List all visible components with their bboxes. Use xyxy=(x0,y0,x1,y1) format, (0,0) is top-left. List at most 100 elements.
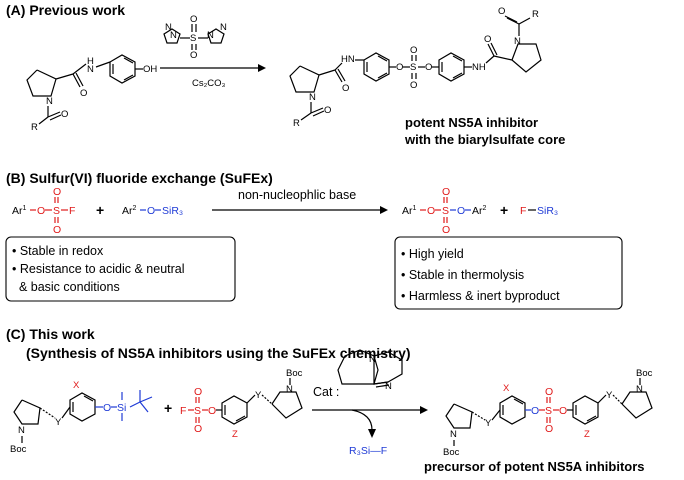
atom-s: S xyxy=(194,405,201,417)
atom-n: N xyxy=(636,384,643,395)
atom-y: Y xyxy=(485,418,492,429)
atom-o: O xyxy=(545,386,553,398)
svg-text:R₃Si—F: R₃Si—F xyxy=(349,445,387,457)
atom-n: N xyxy=(170,30,177,41)
atom-o: O xyxy=(53,224,61,236)
atom-o: O xyxy=(190,14,197,25)
atom-y: Y xyxy=(55,417,62,428)
panel-c-reactant-1: N Boc Y X O Si xyxy=(10,380,153,455)
atom-o: O xyxy=(194,386,202,398)
atom-si: Si xyxy=(117,402,126,414)
atom-o: O xyxy=(410,45,417,56)
atom-n: N xyxy=(309,92,316,103)
atom-n: N xyxy=(46,96,53,107)
right-box-line-2: • Stable in thermolysis xyxy=(401,268,524,282)
atom-y: Y xyxy=(606,390,613,401)
atom-r: R xyxy=(293,118,300,129)
atom-n: N xyxy=(165,22,172,33)
atom-o: O xyxy=(425,62,432,73)
svg-text:Ar1: Ar1 xyxy=(12,205,27,217)
atom-o: O xyxy=(427,205,435,217)
atom-o: O xyxy=(410,80,417,91)
atom-oh: OH xyxy=(143,64,157,75)
atom-s: S xyxy=(545,405,552,417)
atom-boc: Boc xyxy=(10,444,27,455)
panel-b-reactant-1: Ar1 O S O O F xyxy=(12,186,75,236)
atom-o: O xyxy=(457,205,465,217)
atom-o: O xyxy=(498,6,505,17)
atom-o: O xyxy=(442,186,450,198)
atom-n: N xyxy=(220,22,227,33)
atom-o: O xyxy=(53,186,61,198)
panel-a-product: N O R O HN O S O O O xyxy=(289,6,542,129)
atom-s: S xyxy=(410,62,416,73)
panel-c-product: N Boc Y X O S O O O Z Y N Boc xyxy=(443,368,653,458)
plus-sign: + xyxy=(96,202,104,218)
atom-z: Z xyxy=(232,429,238,440)
right-box-line-3: • Harmless & inert byproduct xyxy=(401,289,560,303)
atom-o: O xyxy=(559,405,567,417)
atom-n: N xyxy=(18,425,25,436)
plus-sign: + xyxy=(164,400,172,416)
panel-a-reagent: N N S O O N N xyxy=(163,14,227,61)
panel-b-product-2: F SiR₃ xyxy=(520,205,558,217)
atom-o: O xyxy=(531,405,539,417)
atom-r: R xyxy=(532,9,539,20)
svg-text:Ar1: Ar1 xyxy=(402,205,417,217)
panel-a-starting-material: N O R O H N OH xyxy=(26,54,157,133)
byproduct: R₃Si—F xyxy=(349,445,387,457)
atom-f: F xyxy=(180,405,186,417)
atom-z: Z xyxy=(584,429,590,440)
left-box-line-2: • Resistance to acidic & neutral xyxy=(12,262,185,276)
cat-label: Cat : xyxy=(313,385,339,399)
panel-c-product-label: precursor of potent NS5A inhibitors xyxy=(424,459,645,474)
atom-boc: Boc xyxy=(443,447,460,458)
atom-f: F xyxy=(69,205,75,217)
atom-s: S xyxy=(442,205,449,217)
atom-o: O xyxy=(545,423,553,435)
plus-sign: + xyxy=(500,202,508,218)
atom-r: R xyxy=(31,122,38,133)
atom-h: H xyxy=(87,56,94,67)
panel-c-catalyst: Cat : N N xyxy=(313,349,403,399)
atom-n: N xyxy=(450,429,457,440)
atom-hn: HN xyxy=(341,54,355,65)
atom-o: O xyxy=(484,34,491,45)
atom-s: S xyxy=(53,205,60,217)
right-box-line-1: • High yield xyxy=(401,247,464,261)
panel-c-title: (C) This work xyxy=(6,326,95,342)
atom-boc: Boc xyxy=(636,368,653,379)
panel-b-title: (B) Sulfur(VI) fluoride exchange (SuFEx) xyxy=(6,170,273,186)
left-box-line-3: & basic conditions xyxy=(12,280,120,294)
svg-text:Ar2: Ar2 xyxy=(122,205,137,217)
atom-o: O xyxy=(194,423,202,435)
panel-a-product-label-1: potent NS5A inhibitor xyxy=(405,115,538,130)
atom-n: N xyxy=(207,30,214,41)
atom-o: O xyxy=(190,50,197,61)
atom-y: Y xyxy=(255,390,262,401)
panel-b-left-box xyxy=(5,236,236,302)
panel-b-reactant-2: Ar2 O SiR₃ xyxy=(122,205,183,217)
left-box-line-1: • Stable in redox xyxy=(12,244,104,258)
atom-o: O xyxy=(342,83,349,94)
atom-o: O xyxy=(324,105,331,116)
atom-o: O xyxy=(80,88,87,99)
panel-c-subtitle: (Synthesis of NS5A inhibitors using the … xyxy=(26,345,411,361)
panel-a-title: (A) Previous work xyxy=(6,2,125,18)
panel-a-reagent-label: Cs₂CO₃ xyxy=(192,78,226,89)
atom-sir3: SiR₃ xyxy=(162,205,183,217)
atom-o: O xyxy=(103,402,111,414)
atom-sir3: SiR₃ xyxy=(537,205,558,217)
atom-n: N xyxy=(514,36,521,47)
panel-b-arrow-label: non-nucleophlic base xyxy=(238,188,356,202)
atom-nh: NH xyxy=(472,62,486,73)
atom-o: O xyxy=(61,109,68,120)
atom-boc: Boc xyxy=(286,368,303,379)
byproduct-arrow xyxy=(351,409,373,431)
atom-f: F xyxy=(520,205,526,217)
atom-x: X xyxy=(73,380,80,391)
panel-b-product-1: Ar1 O S O O O Ar2 xyxy=(402,186,487,236)
atom-x: X xyxy=(503,383,510,394)
panel-a-product-label-2: with the biarylsulfate core xyxy=(404,132,565,147)
